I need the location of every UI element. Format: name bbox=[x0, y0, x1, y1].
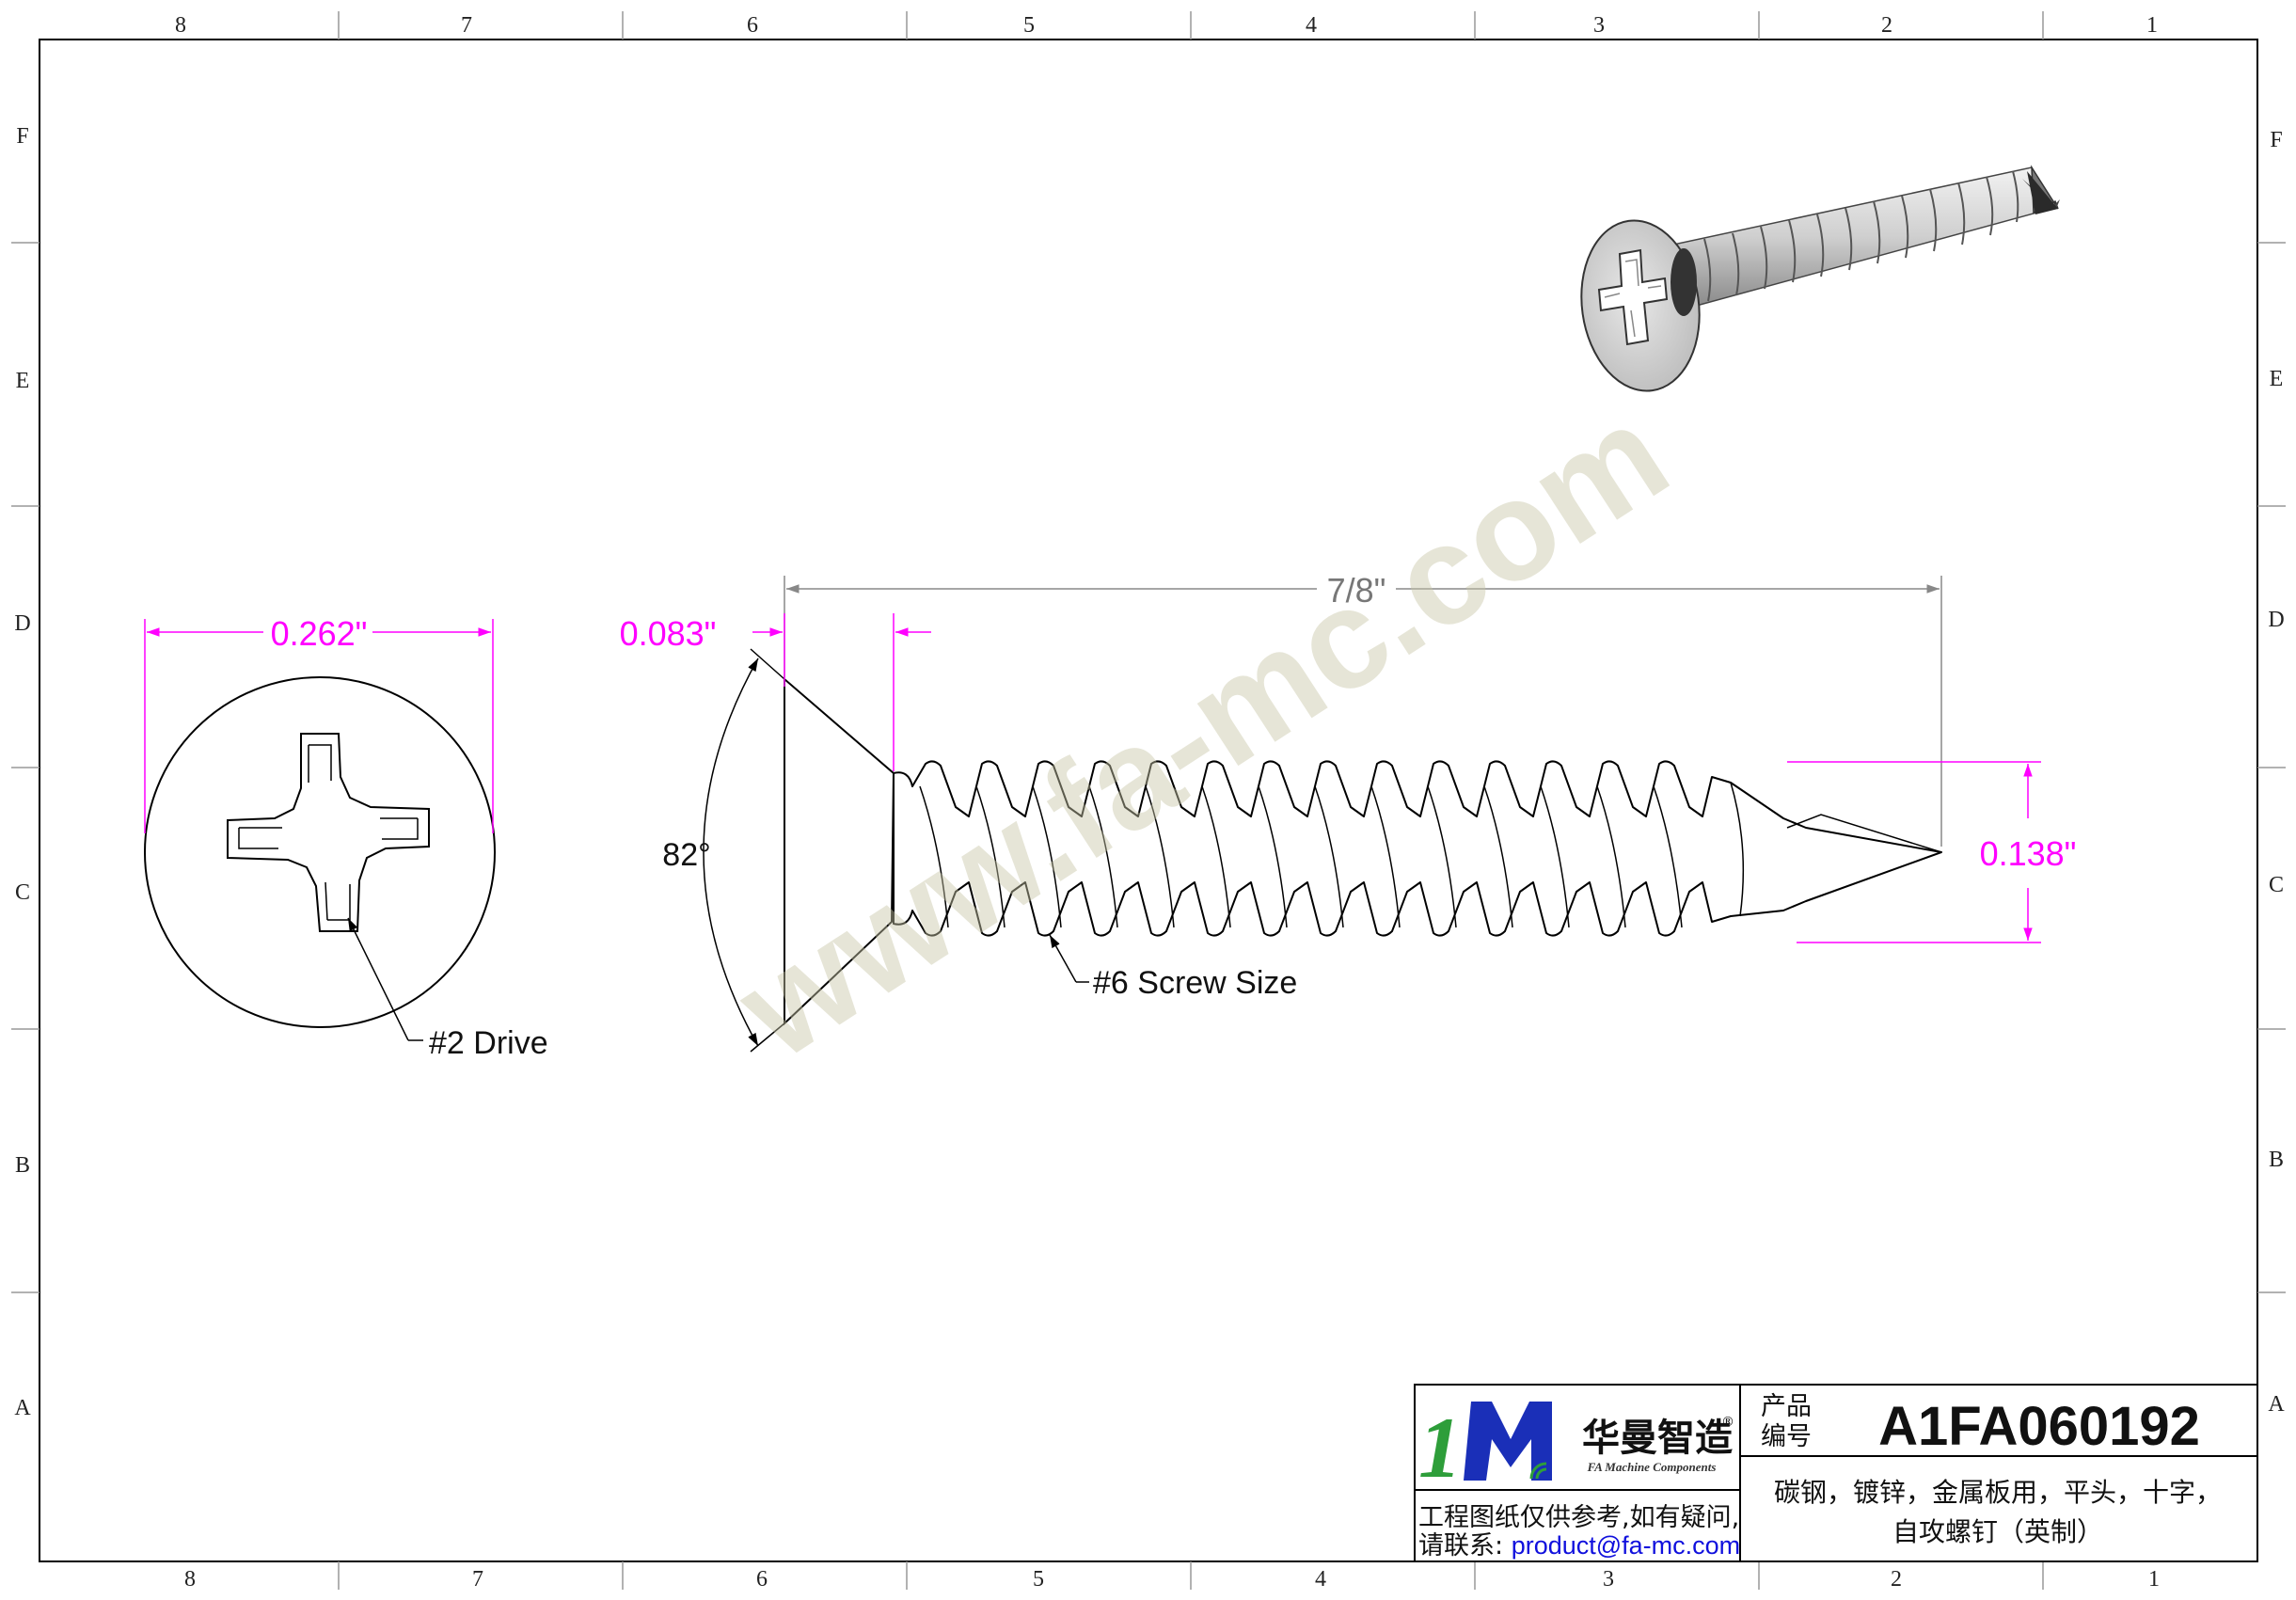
col-label: 5 bbox=[1033, 1567, 1044, 1592]
column-labels-top: 8 7 6 5 4 3 2 1 bbox=[175, 13, 2158, 38]
drive-callout: #2 Drive bbox=[429, 1025, 548, 1061]
notice-line-2: 请联系: product@fa-mc.com bbox=[1418, 1531, 1740, 1560]
col-label: 6 bbox=[756, 1567, 768, 1592]
screw-side-view: 82° 7/8" 0.083" 0.138" #6 Screw Size bbox=[620, 571, 2077, 1053]
part-label-line-2: 编号 bbox=[1761, 1422, 1812, 1451]
col-label: 2 bbox=[1891, 1567, 1902, 1592]
contact-email-link[interactable]: product@fa-mc.com bbox=[1512, 1531, 1740, 1560]
col-label: 1 bbox=[2148, 1567, 2160, 1592]
column-labels-bottom: 8 7 6 5 4 3 2 1 bbox=[184, 1567, 2160, 1592]
thread-diameter-dimension: 0.138" bbox=[1980, 834, 2077, 873]
part-label-line-1: 产品 bbox=[1761, 1392, 1812, 1421]
row-label: F bbox=[2270, 128, 2282, 152]
col-label: 2 bbox=[1881, 13, 1892, 38]
length-dimension: 7/8" bbox=[1327, 571, 1386, 610]
row-labels-left: F E D C B A bbox=[14, 124, 31, 1420]
col-label: 4 bbox=[1306, 13, 1317, 38]
row-label: C bbox=[2269, 873, 2284, 897]
row-labels-right: F E D C B A bbox=[2268, 128, 2285, 1417]
col-label: 3 bbox=[1593, 13, 1605, 38]
col-label: 5 bbox=[1023, 13, 1035, 38]
description-line-1: 碳钢，镀锌，金属板用，平头，十字， bbox=[1774, 1477, 2222, 1508]
company-logo: 1 华曼智造 ® FA Machine Components bbox=[1418, 1400, 1734, 1496]
row-label: B bbox=[15, 1153, 30, 1178]
logo-mark-one: 1 bbox=[1418, 1400, 1462, 1496]
col-label: 3 bbox=[1603, 1567, 1614, 1592]
col-label: 8 bbox=[184, 1567, 196, 1592]
col-label: 4 bbox=[1315, 1567, 1326, 1592]
notice-contact-prefix: 请联系: bbox=[1418, 1531, 1512, 1560]
notice-line-1: 工程图纸仅供参考,如有疑问, bbox=[1418, 1503, 1739, 1532]
row-label: E bbox=[16, 369, 30, 393]
head-top-view: 0.262" #2 Drive bbox=[144, 614, 548, 1061]
head-height-dimension: 0.083" bbox=[620, 614, 717, 653]
col-label: 6 bbox=[747, 13, 758, 38]
signal-icon bbox=[1529, 1462, 1547, 1480]
col-label: 7 bbox=[461, 13, 472, 38]
col-label: 8 bbox=[175, 13, 186, 38]
row-label: E bbox=[2270, 367, 2284, 391]
col-label: 1 bbox=[2146, 13, 2158, 38]
logo-en-name: FA Machine Components bbox=[1587, 1460, 1717, 1474]
border-frame bbox=[11, 11, 2286, 1590]
screw-size-callout: #6 Screw Size bbox=[1093, 965, 1297, 1001]
row-label: C bbox=[15, 880, 30, 905]
head-angle-dimension: 82° bbox=[662, 837, 710, 873]
row-label: B bbox=[2269, 1148, 2284, 1172]
registered-mark: ® bbox=[1721, 1415, 1734, 1430]
description-line-2: 自攻螺钉（英制） bbox=[1892, 1516, 2103, 1547]
part-number: A1FA060192 bbox=[1878, 1396, 2200, 1457]
head-diameter-dimension: 0.262" bbox=[271, 614, 368, 653]
row-label: A bbox=[2268, 1392, 2285, 1417]
logo-cn-name: 华曼智造 bbox=[1582, 1417, 1733, 1460]
col-label: 7 bbox=[472, 1567, 483, 1592]
row-label: D bbox=[14, 611, 30, 636]
screw-isometric-render bbox=[1580, 165, 2060, 392]
row-label: F bbox=[16, 124, 28, 149]
row-label: A bbox=[14, 1396, 31, 1420]
row-label: D bbox=[2268, 608, 2284, 632]
title-block: 1 华曼智造 ® FA Machine Components 工程图纸仅供参考,… bbox=[1414, 1384, 2258, 1562]
logo-mark-m bbox=[1464, 1402, 1552, 1481]
